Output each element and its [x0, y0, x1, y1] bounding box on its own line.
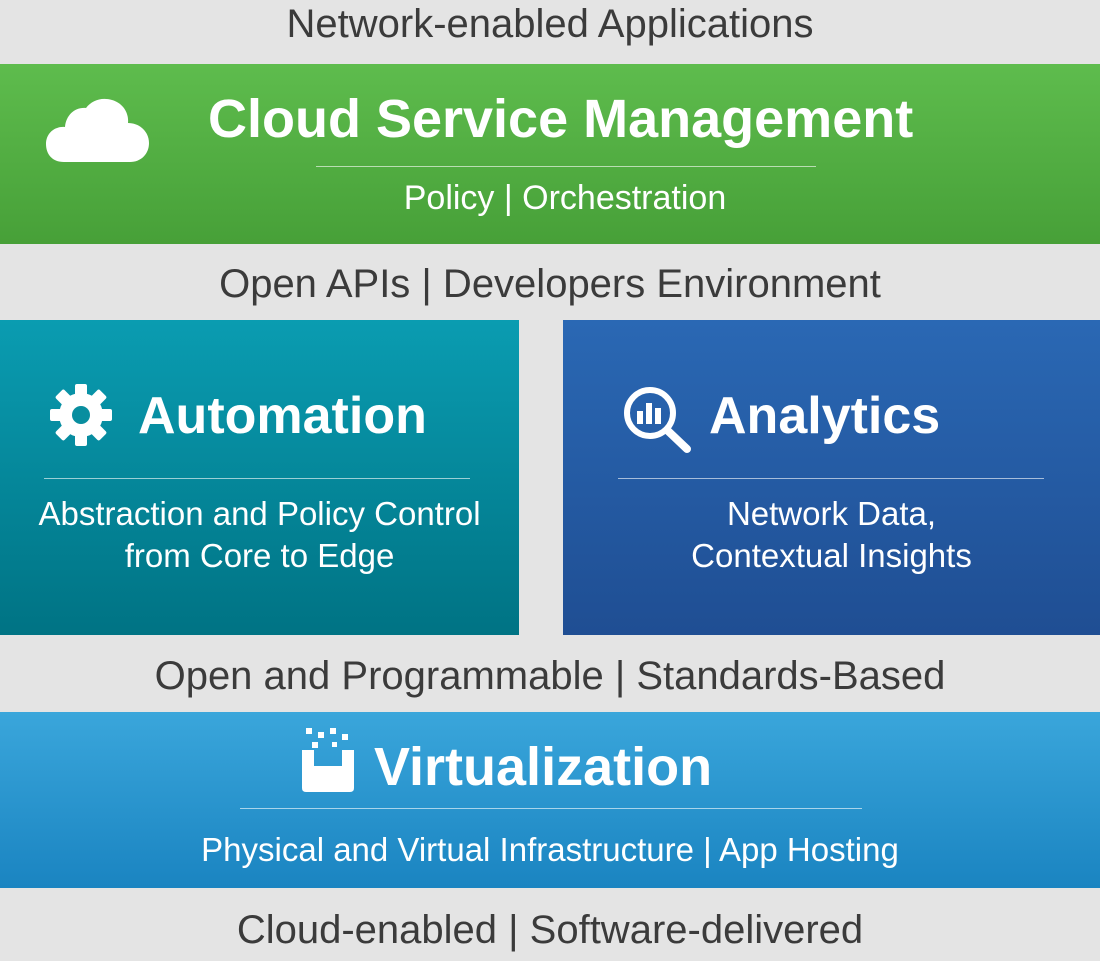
automation-line-1: Abstraction and Policy Control [38, 495, 481, 532]
virtualization-icon [302, 728, 354, 792]
automation-divider [44, 478, 470, 479]
bottom-label: Cloud-enabled | Software-delivered [236, 908, 864, 952]
automation-line-2: from Core to Edge [124, 537, 395, 574]
automation-title: Automation [138, 387, 427, 445]
standards-label: Open and Programmable | Standards-Based [154, 654, 946, 698]
automation-block: Automation Abstraction and Policy Contro… [0, 320, 519, 635]
virtualization-divider [240, 808, 862, 809]
cloud-service-title: Cloud Service Management [208, 89, 914, 149]
cloud-service-management-block: Cloud Service Management Policy | Orches… [0, 64, 1100, 244]
analytics-divider [618, 478, 1044, 479]
analytics-line-2: Contextual Insights [691, 537, 972, 574]
cloud-divider [316, 166, 816, 167]
analytics-line-1: Network Data, [726, 495, 937, 532]
virtualization-subtitle: Physical and Virtual Infrastructure | Ap… [201, 831, 899, 868]
analytics-block: Analytics Network Data, Contextual Insig… [563, 320, 1100, 635]
magnifier-chart-icon [623, 386, 693, 454]
cloud-service-subtitle: Policy | Orchestration [403, 179, 727, 217]
top-label: Network-enabled Applications [286, 2, 814, 46]
cloud-icon [46, 98, 150, 164]
virtualization-title: Virtualization [374, 737, 713, 797]
virtualization-block: Virtualization Physical and Virtual Infr… [0, 712, 1100, 888]
gear-icon [50, 384, 112, 446]
analytics-title: Analytics [709, 387, 941, 445]
apis-label: Open APIs | Developers Environment [219, 262, 881, 306]
